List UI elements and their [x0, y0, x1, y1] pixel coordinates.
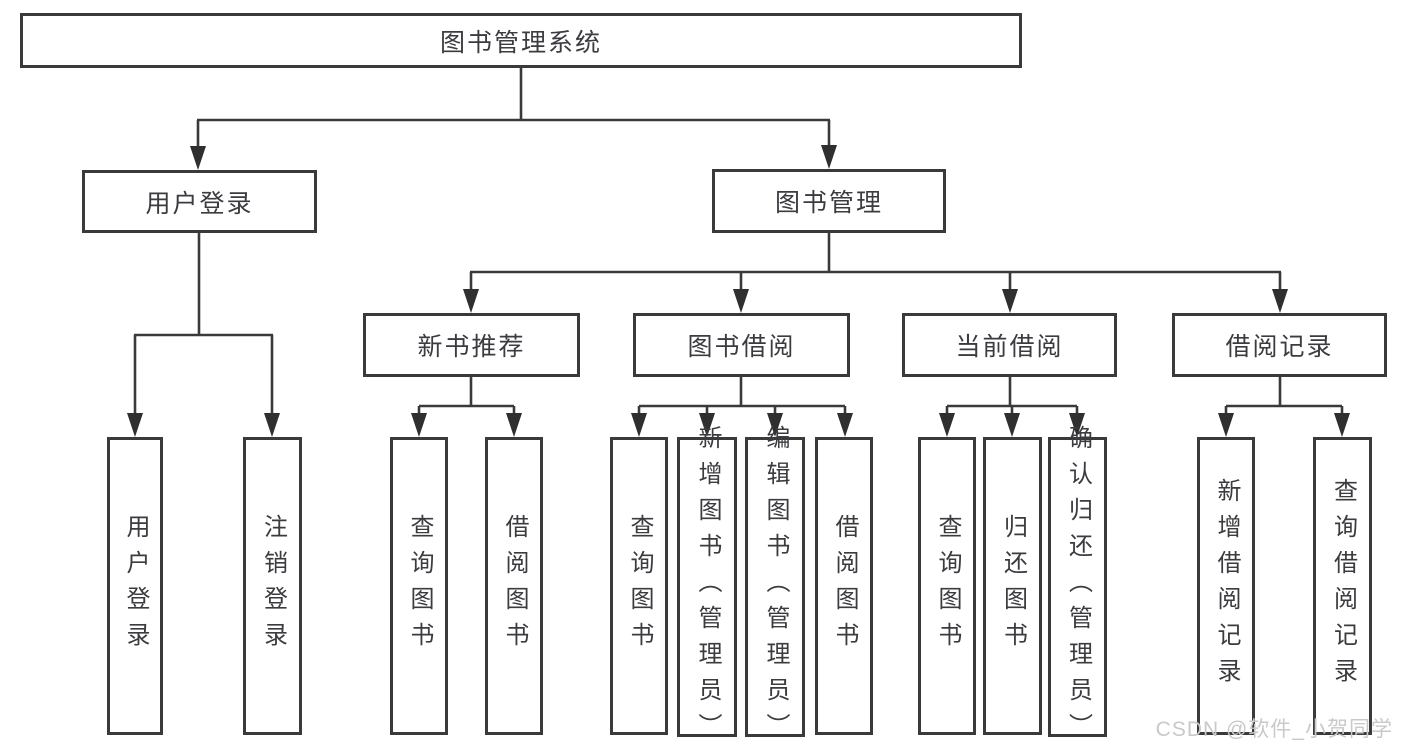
leaf-records-add-record: 新增借阅记录 [1197, 437, 1255, 735]
node-book-management: 图书管理 [712, 169, 946, 233]
leaf-recommend-query-books-label: 查询图书 [406, 514, 433, 658]
node-borrow-records: 借阅记录 [1172, 313, 1387, 377]
leaf-logout-label: 注销登录 [259, 514, 287, 658]
leaf-current-confirm-return-admin: 确认归还（管理员） [1048, 425, 1107, 747]
leaf-current-return-books: 归还图书 [983, 437, 1042, 735]
node-borrow-records-label: 借阅记录 [1225, 333, 1334, 361]
leaf-records-query-record-label: 查询借阅记录 [1329, 478, 1357, 694]
node-current-borrow: 当前借阅 [902, 313, 1117, 377]
leaf-records-add-record-label: 新增借阅记录 [1213, 478, 1240, 694]
node-user-login: 用户登录 [82, 170, 317, 233]
node-book-management-label: 图书管理 [774, 189, 883, 217]
leaf-borrow-borrow-books: 借阅图书 [815, 437, 873, 735]
node-current-borrow-label: 当前借阅 [955, 333, 1064, 361]
leaf-recommend-borrow-books: 借阅图书 [485, 437, 543, 735]
leaf-borrow-borrow-books-label: 借阅图书 [831, 514, 858, 658]
leaf-borrow-query-books: 查询图书 [610, 437, 668, 735]
node-book-borrow: 图书借阅 [633, 313, 850, 377]
node-new-book-recommend-label: 新书推荐 [417, 333, 526, 361]
watermark: CSDN @软件_小贺同学 [1155, 718, 1393, 741]
leaf-borrow-add-books-admin-label: 新增图书（管理员） [694, 425, 721, 747]
leaf-borrow-add-books-admin: 新增图书（管理员） [677, 425, 737, 747]
leaf-current-query-books: 查询图书 [918, 437, 976, 735]
leaf-records-query-record: 查询借阅记录 [1313, 437, 1372, 735]
leaf-logout: 注销登录 [243, 437, 302, 735]
node-book-borrow-label: 图书借阅 [687, 333, 796, 361]
leaf-recommend-borrow-books-label: 借阅图书 [501, 514, 528, 658]
node-new-book-recommend: 新书推荐 [363, 313, 580, 377]
leaf-user-login: 用户登录 [107, 437, 163, 735]
leaf-borrow-edit-books-admin: 编辑图书（管理员） [745, 425, 805, 747]
leaf-borrow-query-books-label: 查询图书 [626, 514, 653, 658]
leaf-borrow-edit-books-admin-label: 编辑图书（管理员） [762, 425, 789, 747]
leaf-current-query-books-label: 查询图书 [934, 514, 961, 658]
leaf-recommend-query-books: 查询图书 [390, 437, 448, 735]
node-root-label: 图书管理系统 [439, 28, 602, 57]
node-root: 图书管理系统 [20, 13, 1022, 68]
node-user-login-label: 用户登录 [145, 189, 254, 218]
leaf-user-login-label: 用户登录 [122, 514, 149, 658]
leaf-current-confirm-return-admin-label: 确认归还（管理员） [1064, 425, 1092, 747]
leaf-current-return-books-label: 归还图书 [999, 514, 1027, 658]
